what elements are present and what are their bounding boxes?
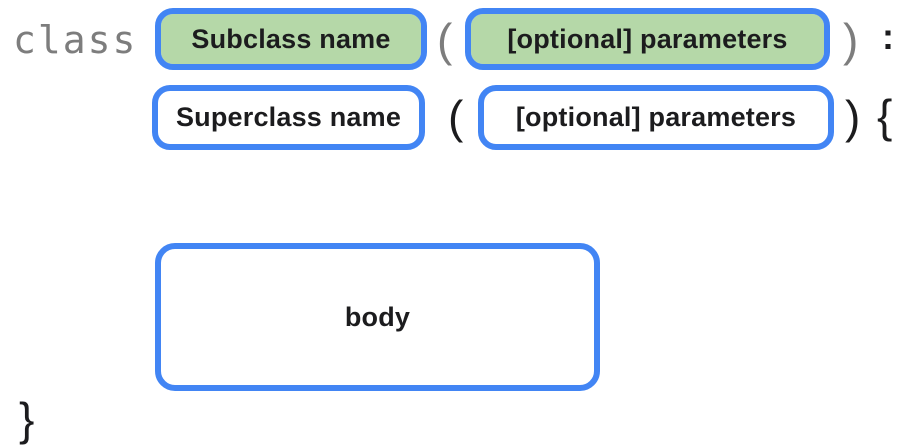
superclass-parameters-box: [optional] parameters (478, 85, 834, 150)
class-body-label: body (344, 301, 411, 332)
constructor-parameters-label: [optional] parameters (507, 23, 788, 54)
constructor-parameters-box: [optional] parameters (465, 8, 830, 70)
open-brace: { (877, 90, 893, 142)
line2-close-paren: ) (845, 91, 861, 143)
subclass-name-label: Subclass name (191, 23, 391, 54)
line2-open-paren: ( (448, 91, 464, 143)
subclass-name-box: Subclass name (155, 8, 427, 70)
inheritance-colon: : (882, 16, 894, 57)
superclass-name-box: Superclass name (152, 85, 425, 150)
superclass-name-label: Superclass name (175, 102, 402, 132)
line1-close-paren: ) (843, 14, 859, 66)
superclass-parameters-label: [optional] parameters (515, 102, 797, 132)
class-keyword: class (13, 18, 138, 62)
line1-open-paren: ( (437, 14, 453, 66)
close-brace: } (19, 393, 35, 445)
class-body-box: body (155, 243, 600, 391)
